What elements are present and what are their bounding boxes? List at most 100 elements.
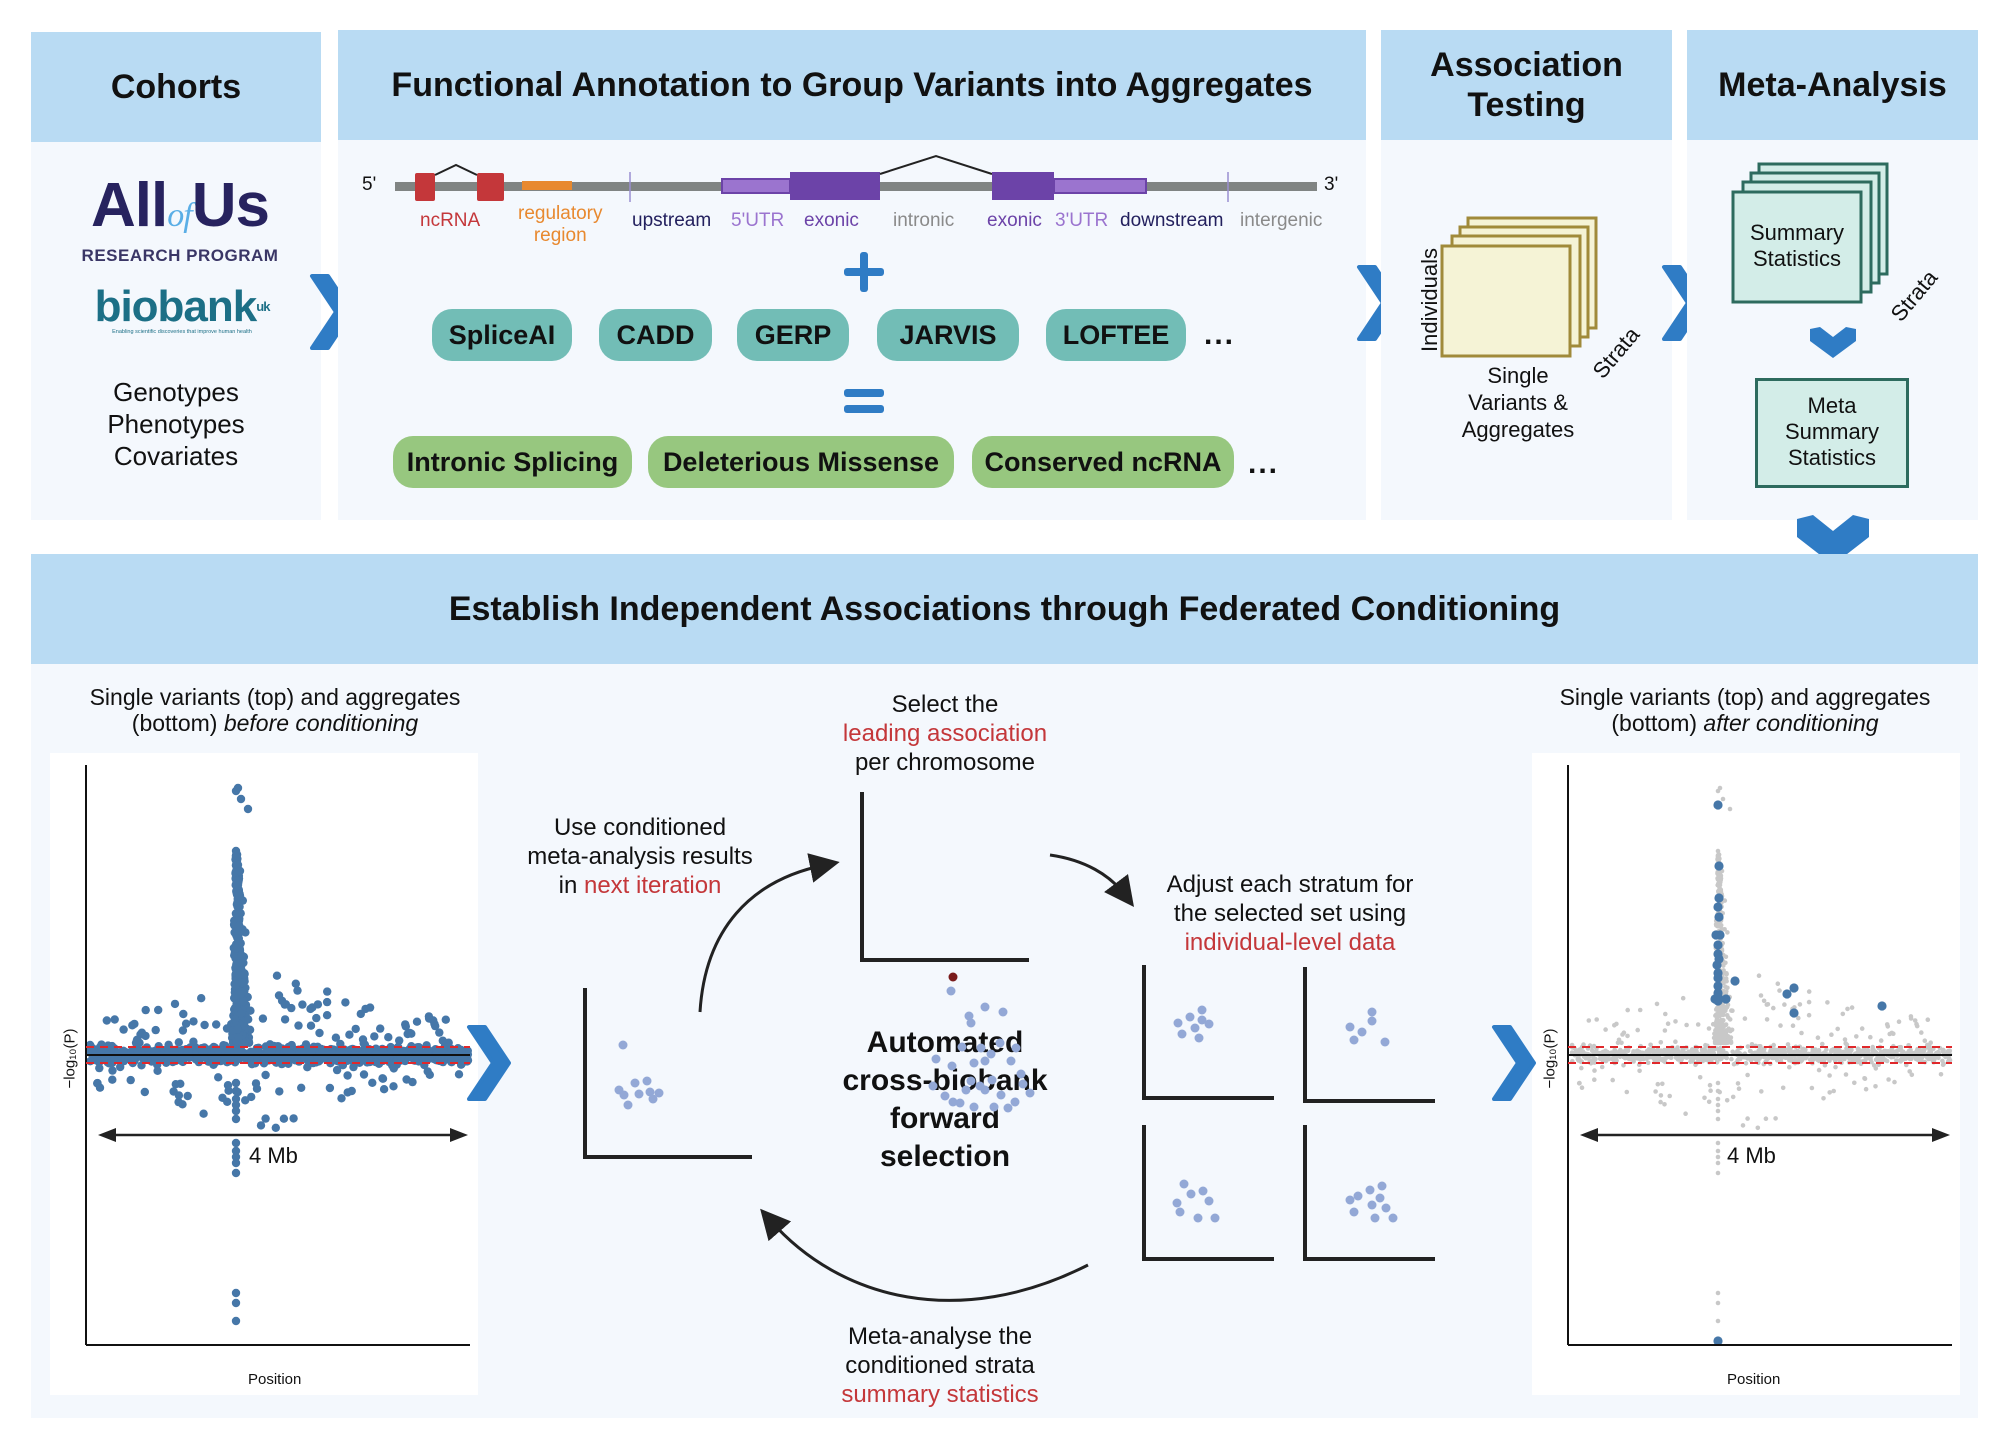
variant-point — [1862, 1058, 1868, 1064]
variant-point — [1749, 1042, 1755, 1047]
variant-point — [1788, 1046, 1793, 1051]
variant-point — [1862, 1076, 1868, 1081]
aggregate-point — [231, 1094, 241, 1104]
chevron-right-icon — [1492, 1025, 1536, 1101]
variant-point — [1703, 1042, 1708, 1048]
variant-point — [239, 997, 248, 1006]
step-line: in next iteration — [490, 871, 790, 900]
label-line: Summary — [1749, 220, 1845, 245]
variant-point — [153, 1066, 162, 1075]
variant-point — [1829, 1032, 1834, 1037]
after-span-label: 4 Mb — [1727, 1143, 1776, 1168]
step-select-text: Select the leading association per chrom… — [780, 690, 1110, 777]
aggregate-point — [231, 1146, 241, 1156]
variant-point — [174, 1038, 183, 1047]
variant-point — [1837, 1048, 1842, 1054]
stratum-chart-3 — [1142, 1125, 1274, 1261]
variant-point — [1658, 1048, 1664, 1053]
mini-point — [980, 1002, 990, 1012]
variant-point — [1745, 1116, 1750, 1121]
mini-point — [1210, 1213, 1220, 1223]
label-regulatory-text: regulatory region — [518, 203, 603, 246]
aggregate-point — [1715, 1170, 1721, 1176]
caption-line: Single — [1487, 363, 1549, 388]
variant-point — [179, 1009, 188, 1019]
step-highlight: next iteration — [583, 872, 722, 899]
variant-point — [1922, 1038, 1928, 1043]
variant-point — [235, 866, 245, 876]
variant-point — [1724, 1028, 1729, 1033]
variant-point — [1686, 1049, 1692, 1054]
logo-biobank: biobank — [94, 282, 258, 331]
variant-point — [1773, 1116, 1778, 1121]
ncrna-exon-1 — [415, 173, 435, 201]
variant-point — [1696, 1057, 1702, 1063]
chevron-down-icon — [1797, 515, 1869, 565]
variant-point — [1719, 1056, 1724, 1062]
arrow-select-to-adjust — [1049, 853, 1135, 907]
variant-point — [1816, 1067, 1822, 1073]
variant-point — [368, 1078, 377, 1087]
mini-point — [980, 1056, 990, 1066]
variant-point — [1609, 1056, 1615, 1062]
variant-point — [176, 1079, 185, 1088]
variant-point — [351, 1024, 360, 1034]
independent-point — [1713, 1336, 1723, 1346]
variant-point — [1787, 1064, 1792, 1070]
variant-point — [1742, 1016, 1748, 1021]
variant-point — [1717, 785, 1723, 791]
mini-point — [619, 1090, 629, 1100]
variant-point — [237, 951, 246, 960]
variant-point — [1730, 1008, 1735, 1013]
variant-point — [200, 1020, 209, 1030]
aggregates-ellipsis: ... — [1248, 447, 1280, 480]
cohorts-title: Cohorts — [110, 68, 242, 106]
variant-point — [1654, 1048, 1660, 1053]
step-meta-text: Meta-analyse the conditioned strata summ… — [780, 1322, 1100, 1409]
variant-point — [275, 1087, 284, 1096]
variant-point — [1613, 1054, 1618, 1060]
variant-point — [1917, 1049, 1923, 1054]
aggregate-label: Deleterious Missense — [662, 446, 940, 477]
mini-point — [969, 1058, 979, 1068]
variant-point — [1665, 1021, 1671, 1026]
aggregate-label: Intronic Splicing — [406, 446, 619, 477]
variant-point — [1827, 1073, 1832, 1078]
variant-point — [233, 880, 243, 890]
variant-point — [1703, 1057, 1709, 1063]
variant-point — [1845, 1006, 1850, 1012]
variant-point — [1763, 1116, 1769, 1121]
variant-point — [273, 1042, 282, 1051]
variant-point — [1735, 1081, 1741, 1086]
variant-point — [412, 1017, 422, 1026]
ncrna-splice-line — [434, 163, 478, 176]
select-mini-points — [928, 972, 1035, 1113]
variant-point — [1676, 1056, 1682, 1061]
label-exonic-2: exonic — [987, 210, 1042, 231]
variant-point — [1720, 1011, 1726, 1016]
step-line: conditioned strata — [845, 1352, 1035, 1379]
mini-point — [1349, 1035, 1359, 1045]
variant-point — [256, 1121, 266, 1130]
label-line: Summary — [1784, 419, 1880, 444]
variant-point — [1586, 1018, 1592, 1023]
after-ylabel: −log₁₀(P) — [1541, 1028, 1559, 1089]
variant-point — [1780, 1085, 1786, 1091]
variant-point — [1714, 1017, 1720, 1022]
variant-point — [370, 1032, 379, 1041]
step-highlight: summary statistics — [841, 1381, 1039, 1408]
variant-point — [93, 1079, 102, 1088]
variant-point — [1720, 796, 1726, 802]
variant-point — [1721, 968, 1726, 973]
variant-point — [130, 1019, 139, 1029]
aggregate-point — [231, 1298, 241, 1308]
stratum-chart-2 — [1303, 967, 1435, 1103]
variant-point — [1724, 1004, 1730, 1010]
label-line: Statistics — [1752, 246, 1842, 271]
association-caption: Single Variants & Aggregates — [1430, 362, 1606, 443]
variant-point — [177, 1054, 186, 1063]
variant-point — [1756, 1048, 1761, 1053]
intron-splice-line — [879, 154, 993, 175]
variant-point — [259, 1052, 269, 1061]
mini-point — [969, 1102, 979, 1112]
